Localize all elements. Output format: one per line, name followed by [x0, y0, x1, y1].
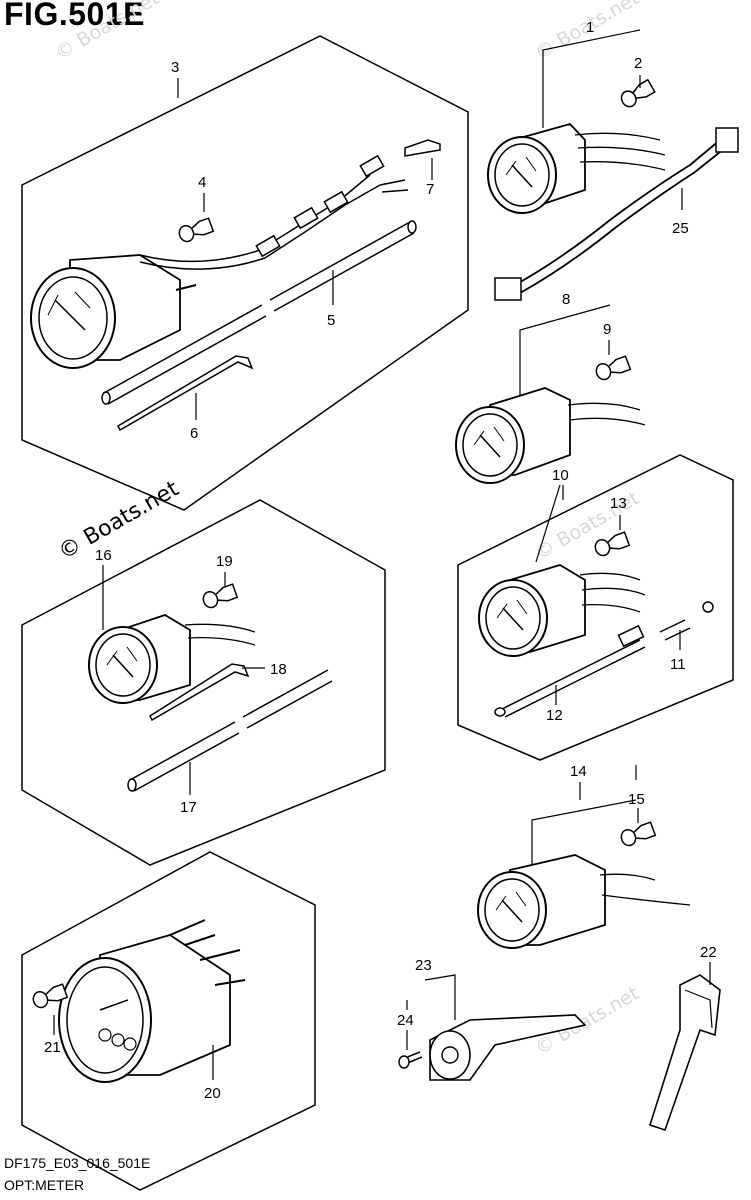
callout-5[interactable]: 5 — [327, 312, 335, 329]
part-group-14 — [477, 820, 691, 949]
figure-title: FIG.501E — [4, 0, 145, 32]
leader-lines — [53, 29, 711, 1080]
diagram-name: OPT:METER — [4, 1177, 85, 1193]
group-box-16 — [21, 499, 386, 866]
watermark-1: © Boats.net — [52, 0, 163, 64]
callout-23[interactable]: 23 — [415, 957, 432, 974]
part-group-1 — [487, 78, 739, 301]
part-group-22 — [649, 974, 721, 1132]
callout-6[interactable]: 6 — [190, 425, 198, 442]
callout-12[interactable]: 12 — [546, 707, 563, 724]
group-box-20 — [21, 851, 316, 1191]
callout-7[interactable]: 7 — [426, 181, 434, 198]
part-group-20 — [30, 919, 246, 1083]
callout-1[interactable]: 1 — [586, 19, 594, 36]
watermark-main: © Boats.net — [55, 476, 184, 565]
callout-20[interactable]: 20 — [204, 1085, 221, 1102]
part-group-3 — [30, 139, 441, 432]
callout-19[interactable]: 19 — [216, 553, 233, 570]
callout-numbers: 3 4 7 5 6 1 2 25 8 9 10 13 11 12 16 19 1… — [44, 19, 717, 1102]
callout-10[interactable]: 10 — [552, 467, 569, 484]
callout-25[interactable]: 25 — [672, 220, 689, 237]
callout-2[interactable]: 2 — [634, 55, 642, 72]
callout-18[interactable]: 18 — [270, 661, 287, 678]
callout-16[interactable]: 16 — [95, 547, 112, 564]
callout-3[interactable]: 3 — [171, 59, 179, 76]
diagram-code: DF175_E03_016_501E — [4, 1155, 151, 1171]
group-box-10 — [457, 454, 734, 761]
callout-4[interactable]: 4 — [198, 174, 206, 191]
callout-17[interactable]: 17 — [180, 799, 197, 816]
callout-11[interactable]: 11 — [670, 656, 686, 673]
callout-22[interactable]: 22 — [700, 944, 717, 961]
callout-21[interactable]: 21 — [44, 1039, 61, 1056]
callout-8[interactable]: 8 — [562, 291, 570, 308]
part-group-8 — [455, 354, 646, 484]
part-group-10 — [478, 530, 714, 718]
callout-15[interactable]: 15 — [628, 791, 645, 808]
group-outlines — [21, 35, 734, 1191]
callout-24[interactable]: 24 — [397, 1012, 414, 1029]
callout-14[interactable]: 14 — [570, 763, 587, 780]
callout-9[interactable]: 9 — [603, 321, 611, 338]
callout-13[interactable]: 13 — [610, 495, 627, 512]
part-group-23 — [398, 1014, 587, 1081]
part-group-16 — [88, 582, 333, 792]
group-box-3 — [21, 35, 469, 511]
